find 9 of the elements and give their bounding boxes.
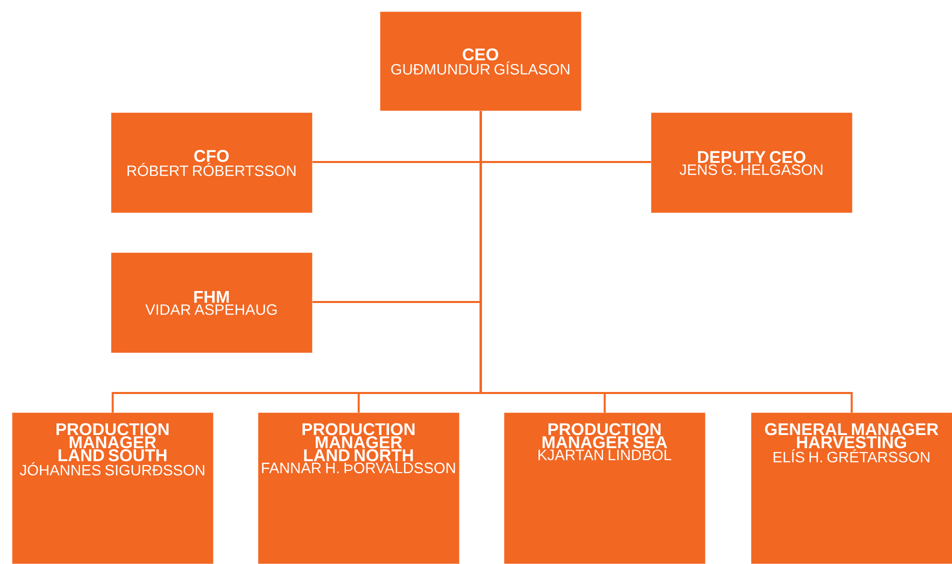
- org-box: DEPUTY CEO JENS G. HELGASON: [651, 112, 852, 213]
- org-box: CFO RÓBERT RÓBERTSSON: [111, 112, 312, 213]
- org-box: PRODUCTION MANAGER LAND NORTH FANNAR H. ÞORVALDSSON: [258, 412, 460, 564]
- connector-line: [480, 111, 853, 413]
- org-box: GENERAL MANAGER HARVESTING ELÍS H. GRÉTARSSON: [751, 412, 952, 564]
- org-box: CEO GUÐMUNDUR GÍSLASON: [380, 12, 582, 111]
- org-box: PRODUCTION MANAGER LAND SOUTH JÓHANNES SIGURÐSSON: [12, 412, 214, 564]
- org-box: PRODUCTION MANAGER SEA KJARTAN LINDBOL: [504, 412, 706, 564]
- org-box: FHM VIDAR ASPEHAUG: [111, 252, 312, 353]
